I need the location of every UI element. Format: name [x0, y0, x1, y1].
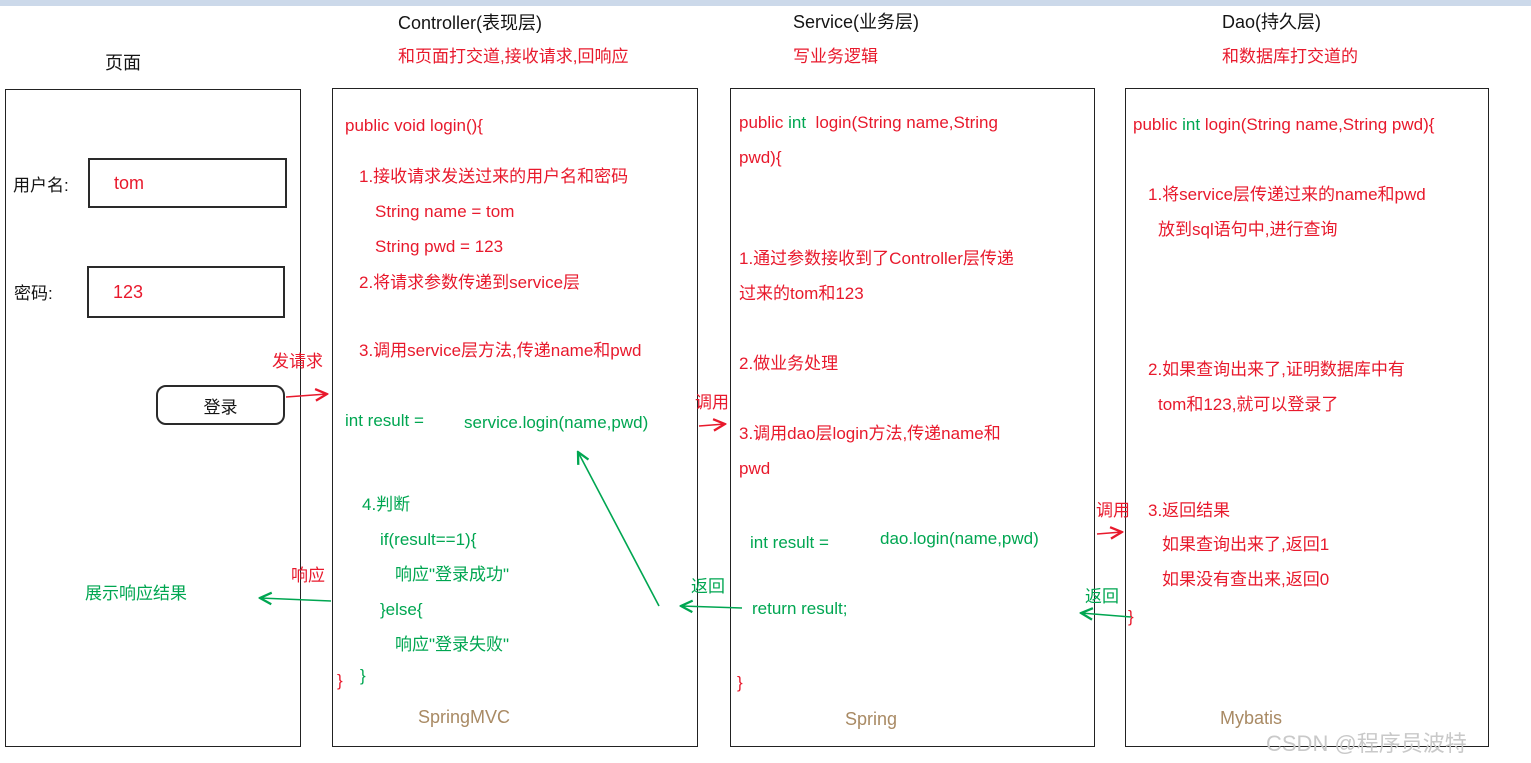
password-input[interactable]: 123 — [87, 266, 285, 318]
service-sig-public: public — [739, 113, 789, 132]
controller-code-line: int result = — [345, 411, 424, 430]
service-column-title: Service(业务层) — [793, 12, 920, 32]
controller-code-line: String pwd = 123 — [375, 237, 504, 256]
dao-signature-line: public int login(String name,String pwd)… — [1133, 114, 1434, 135]
service-framework-label: Spring — [845, 709, 898, 729]
controller-code-line: public void login(){ — [345, 116, 483, 135]
watermark: CSDN @程序员波特 — [1266, 731, 1467, 756]
controller-framework-label: SpringMVC — [418, 707, 511, 727]
call-controller-service-arrow — [698, 424, 725, 426]
username-input[interactable]: tom — [88, 158, 287, 208]
dao-box — [1125, 88, 1489, 747]
controller-code-line: String name = tom — [375, 202, 515, 221]
controller-code-line: }else{ — [380, 600, 423, 619]
page-column-title: 页面 — [105, 53, 141, 73]
call-service-dao-arrow — [1096, 532, 1122, 534]
service-code-line: 2.做业务处理 — [739, 354, 839, 373]
service-code-line: return result; — [752, 599, 848, 618]
service-code-line: dao.login(name,pwd) — [880, 529, 1039, 548]
controller-column-subtitle: 和页面打交道,接收请求,回响应 — [398, 47, 629, 66]
service-signature-line2: pwd){ — [739, 148, 782, 167]
controller-code-line: 3.调用service层方法,传递name和pwd — [359, 341, 642, 360]
call-controller-service-label: 调用 — [695, 393, 729, 412]
controller-code-line: 2.将请求参数传递到service层 — [359, 273, 581, 292]
return-service-controller-label: 返回 — [691, 577, 725, 596]
controller-code-line: 1.接收请求发送过来的用户名和密码 — [359, 167, 629, 186]
controller-code-line: service.login(name,pwd) — [464, 413, 649, 432]
service-code-line: 3.调用dao层login方法,传递name和 — [739, 424, 1001, 443]
login-button[interactable]: 登录 — [156, 385, 285, 425]
dao-sig-public: public — [1133, 115, 1183, 134]
send-request-label: 发请求 — [272, 352, 323, 371]
dao-code-line: tom和123,就可以登录了 — [1158, 395, 1339, 414]
dao-sig-rest: login(String name,String pwd){ — [1200, 115, 1435, 134]
controller-code-line: 4.判断 — [362, 495, 411, 514]
show-response-text: 展示响应结果 — [85, 584, 187, 603]
dao-sig-int: int — [1182, 115, 1201, 134]
dao-code-line: 3.返回结果 — [1148, 501, 1231, 520]
service-sig-int: int — [788, 113, 807, 132]
service-code-line: pwd — [739, 459, 771, 478]
controller-code-line: 响应"登录成功" — [395, 565, 510, 584]
dao-framework-label: Mybatis — [1220, 708, 1283, 728]
controller-code-line: 响应"登录失败" — [395, 635, 510, 654]
call-service-dao-label: 调用 — [1096, 501, 1130, 520]
service-box — [730, 88, 1095, 747]
controller-code-line: } — [360, 666, 366, 685]
dao-code-line: 放到sql语句中,进行查询 — [1158, 220, 1338, 239]
service-code-line: int result = — [750, 533, 829, 552]
service-code-line: } — [737, 673, 743, 692]
service-signature-line: public int login(String name,String — [739, 112, 998, 133]
service-code-line: 1.通过参数接收到了Controller层传递 — [739, 249, 1014, 268]
dao-code-line: } — [1128, 607, 1134, 626]
dao-code-line: 如果没有查出来,返回0 — [1162, 570, 1330, 589]
username-label: 用户名: — [13, 176, 69, 195]
dao-code-line: 1.将service层传递过来的name和pwd — [1148, 185, 1426, 204]
dao-column-subtitle: 和数据库打交道的 — [1222, 47, 1358, 66]
window-top-strip — [0, 0, 1531, 6]
response-label: 响应 — [291, 566, 325, 585]
controller-column-title: Controller(表现层) — [398, 13, 543, 33]
dao-code-line: 如果查询出来了,返回1 — [1162, 535, 1330, 554]
dao-code-line: 2.如果查询出来了,证明数据库中有 — [1148, 360, 1405, 379]
controller-code-line: } — [337, 671, 343, 690]
password-label: 密码: — [14, 284, 53, 303]
service-sig-rest: login(String name,String — [806, 113, 998, 132]
dao-column-title: Dao(持久层) — [1222, 12, 1322, 32]
service-code-line: 过来的tom和123 — [739, 284, 864, 303]
controller-code-line: if(result==1){ — [380, 530, 477, 549]
controller-box — [332, 88, 698, 747]
service-column-subtitle: 写业务逻辑 — [793, 47, 878, 66]
return-dao-service-label: 返回 — [1085, 587, 1119, 606]
page-box — [5, 89, 301, 747]
